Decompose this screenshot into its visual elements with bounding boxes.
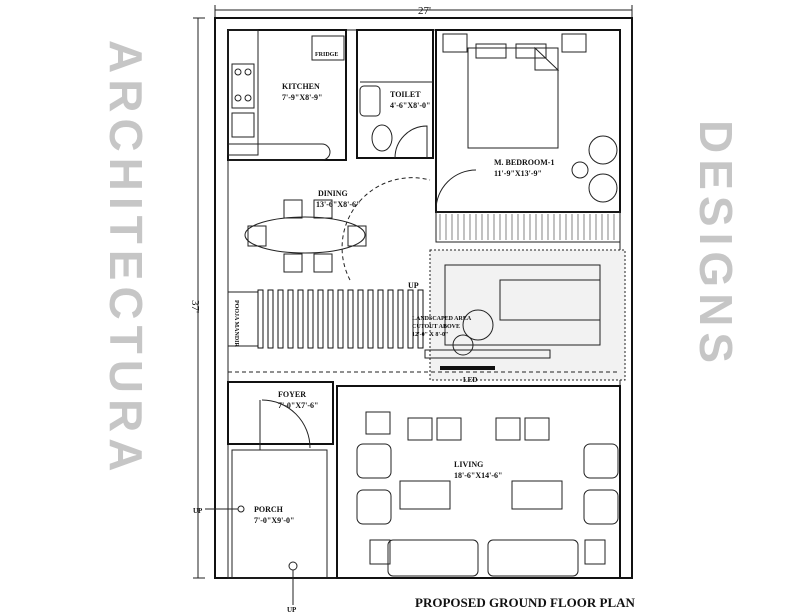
foyer-size: 7'-0"X7'-6" <box>278 401 318 410</box>
kitchen: FRIDGE KITCHEN 7'-9"X8'-9" <box>227 29 347 161</box>
foyer-label: FOYER <box>278 390 306 399</box>
chair-icon <box>588 135 618 165</box>
dining-label: DINING <box>318 189 348 198</box>
master-bedroom: M. BEDROOM-1 11'-9"X13'-9" <box>435 29 621 243</box>
landscape-label-2: CUTOUT ABOVE <box>412 324 460 330</box>
staircase: POOJA MANDIR UP <box>227 281 424 349</box>
bedroom-door <box>435 169 477 211</box>
coffee-table-icon <box>399 480 451 510</box>
washbasin-icon <box>359 85 381 117</box>
armchair-icon <box>583 443 619 479</box>
sofa-icon <box>487 539 579 577</box>
watermark-line-1: ARCHITECTURA <box>100 40 152 477</box>
width-dimension: 27' <box>214 5 633 18</box>
fridge-icon <box>311 35 345 61</box>
led-tv-icon <box>440 366 495 370</box>
toilet-door <box>394 125 428 159</box>
depth-dimension: 37' <box>189 17 205 579</box>
living-label: LIVING <box>454 460 483 469</box>
fridge-label: FRIDGE <box>315 52 338 58</box>
toilet-size: 4'-6"X8'-0" <box>390 101 430 110</box>
bed-icon <box>467 47 559 149</box>
dining: DINING 13'-6"X8'-6" <box>244 177 431 281</box>
toilet-label: TOILET <box>390 90 421 99</box>
porch-up-label-side: UP <box>193 507 203 515</box>
living-size: 18'-6"X14'-6" <box>454 471 502 480</box>
watermark-line-2: DESIGNS <box>690 120 742 369</box>
wc-icon <box>371 124 393 152</box>
main-door <box>261 399 311 449</box>
porch-label: PORCH <box>254 505 284 514</box>
chair-icon <box>588 173 618 203</box>
stair-up-label: UP <box>408 281 419 290</box>
depth-dimension-label: 37' <box>189 300 201 313</box>
living: LIVING 18'-6"X14'-6" <box>336 385 621 579</box>
kitchen-size: 7'-9"X8'-9" <box>282 93 322 102</box>
bedroom-size: 11'-9"X13'-9" <box>494 169 542 178</box>
porch: UP UP PORCH 7'-0"X9'-0" <box>193 449 328 612</box>
plan-title: PROPOSED GROUND FLOOR PLAN <box>415 595 636 610</box>
toilet: TOILET 4'-6"X8'-0" <box>356 29 434 159</box>
dining-size: 13'-6"X8'-6" <box>316 200 360 209</box>
width-dimension-label: 27' <box>418 5 431 17</box>
dining-table-icon <box>244 216 366 254</box>
armchair-icon <box>356 443 392 479</box>
foyer: FOYER 7'-0"X7'-6" <box>227 381 334 450</box>
led-label: LED <box>463 376 477 384</box>
bedroom-label: M. BEDROOM-1 <box>494 158 554 167</box>
kitchen-label: KITCHEN <box>282 82 320 91</box>
landscaped-area: LED LANDSCAPED AREA CUTOUT ABOVE 12'-0" … <box>412 249 626 384</box>
landscape-size: 12'-0" X 8'-0" <box>412 332 448 338</box>
watermark: ARCHITECTURA DESIGNS <box>100 40 742 477</box>
porch-up-label-bottom: UP <box>287 606 297 612</box>
sink-icon <box>231 112 255 138</box>
landscape-label: LANDSCAPED AREA <box>412 316 472 322</box>
sofa-icon <box>387 539 479 577</box>
stove-icon <box>231 63 255 109</box>
armchair-icon <box>583 489 619 525</box>
porch-size: 7'-0"X9'-0" <box>254 516 294 525</box>
coffee-table-icon <box>511 480 563 510</box>
armchair-icon <box>356 489 392 525</box>
pooja-label: POOJA MANDIR <box>233 300 239 347</box>
